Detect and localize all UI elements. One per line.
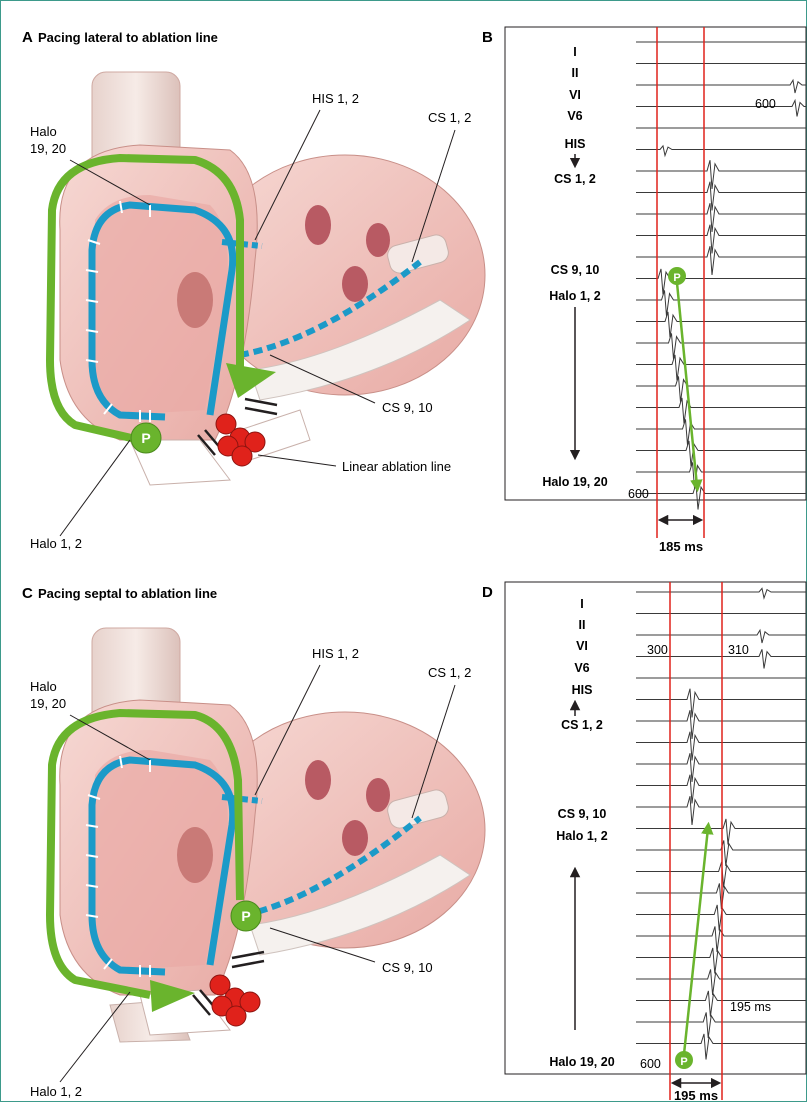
pulmonary-vein-ostium bbox=[305, 760, 331, 800]
panel-a-letter: A bbox=[22, 29, 33, 46]
annotation-310-d: 310 bbox=[728, 643, 749, 657]
label-cs910-a: CS 9, 10 bbox=[382, 400, 433, 415]
lead-label: CS 9, 10 bbox=[558, 807, 607, 821]
fossa-ovalis bbox=[177, 272, 213, 328]
label-ablation: Linear ablation line bbox=[342, 459, 451, 474]
panel-c-title: Pacing septal to ablation line bbox=[38, 586, 217, 601]
lead-label: I bbox=[573, 45, 576, 59]
pacing-symbol-a: P bbox=[141, 430, 150, 446]
pacing-symbol-c: P bbox=[241, 908, 250, 924]
annotation-195ms-inner-d: 195 ms bbox=[730, 1000, 771, 1014]
annotation-600-bottom-b: 600 bbox=[628, 487, 649, 501]
interval-label-d: 195 ms bbox=[674, 1088, 718, 1103]
pulmonary-vein-ostium bbox=[366, 778, 390, 812]
pacing-symbol-d: P bbox=[680, 1056, 687, 1068]
lead-label: Halo 1, 2 bbox=[556, 829, 607, 843]
lead-label: CS 9, 10 bbox=[551, 263, 600, 277]
fossa-ovalis bbox=[177, 827, 213, 883]
lead-label: CS 1, 2 bbox=[561, 718, 603, 732]
label-cs12-c: CS 1, 2 bbox=[428, 665, 471, 680]
label-halo12-a: Halo 1, 2 bbox=[30, 536, 82, 551]
panel-b-letter: B bbox=[482, 29, 493, 46]
pacing-symbol-b: P bbox=[673, 272, 680, 284]
interval-label-b: 185 ms bbox=[659, 539, 703, 554]
lead-label: II bbox=[572, 66, 579, 80]
heart-illustration-c bbox=[60, 628, 485, 1042]
panel-d-letter: D bbox=[482, 584, 493, 601]
label-cs910-c: CS 9, 10 bbox=[382, 960, 433, 975]
panel-c: C Pacing septal to ablation line bbox=[22, 585, 485, 1099]
label-halo-19-20-line1: Halo bbox=[30, 124, 57, 139]
label-halo12-c: Halo 1, 2 bbox=[30, 1084, 82, 1099]
panel-a-title: Pacing lateral to ablation line bbox=[38, 30, 218, 45]
lead-label: II bbox=[579, 618, 586, 632]
pulmonary-vein-ostium bbox=[366, 223, 390, 257]
lead-label: CS 1, 2 bbox=[554, 172, 596, 186]
annotation-600-d: 600 bbox=[640, 1057, 661, 1071]
annotation-300-d: 300 bbox=[647, 643, 668, 657]
lead-label: HIS bbox=[565, 137, 586, 151]
panel-c-letter: C bbox=[22, 585, 33, 602]
label-halo-19-20-c-line1: Halo bbox=[30, 679, 57, 694]
lead-label: V6 bbox=[574, 661, 589, 675]
lead-label: Halo 1, 2 bbox=[549, 289, 600, 303]
pulmonary-vein-ostium bbox=[342, 266, 368, 302]
lead-label: V6 bbox=[567, 109, 582, 123]
leader-halo12-a bbox=[60, 440, 130, 536]
annotation-600-top-b: 600 bbox=[755, 97, 776, 111]
leader-ablation bbox=[258, 455, 336, 466]
heart-illustration-a bbox=[60, 72, 485, 485]
pulmonary-vein-ostium bbox=[342, 820, 368, 856]
label-his-a: HIS 1, 2 bbox=[312, 91, 359, 106]
pulmonary-vein-ostium bbox=[305, 205, 331, 245]
label-halo-19-20-line2: 19, 20 bbox=[30, 141, 66, 156]
lead-label: Halo 19, 20 bbox=[549, 1055, 614, 1069]
lead-label: VI bbox=[569, 88, 581, 102]
panel-a: A Pacing lateral to ablation line bbox=[22, 29, 485, 551]
lead-label: I bbox=[580, 597, 583, 611]
lead-label: VI bbox=[576, 639, 588, 653]
label-halo-19-20-c-line2: 19, 20 bbox=[30, 696, 66, 711]
lead-label: Halo 19, 20 bbox=[542, 475, 607, 489]
label-cs12-a: CS 1, 2 bbox=[428, 110, 471, 125]
label-his-c: HIS 1, 2 bbox=[312, 646, 359, 661]
lead-label: HIS bbox=[572, 683, 593, 697]
